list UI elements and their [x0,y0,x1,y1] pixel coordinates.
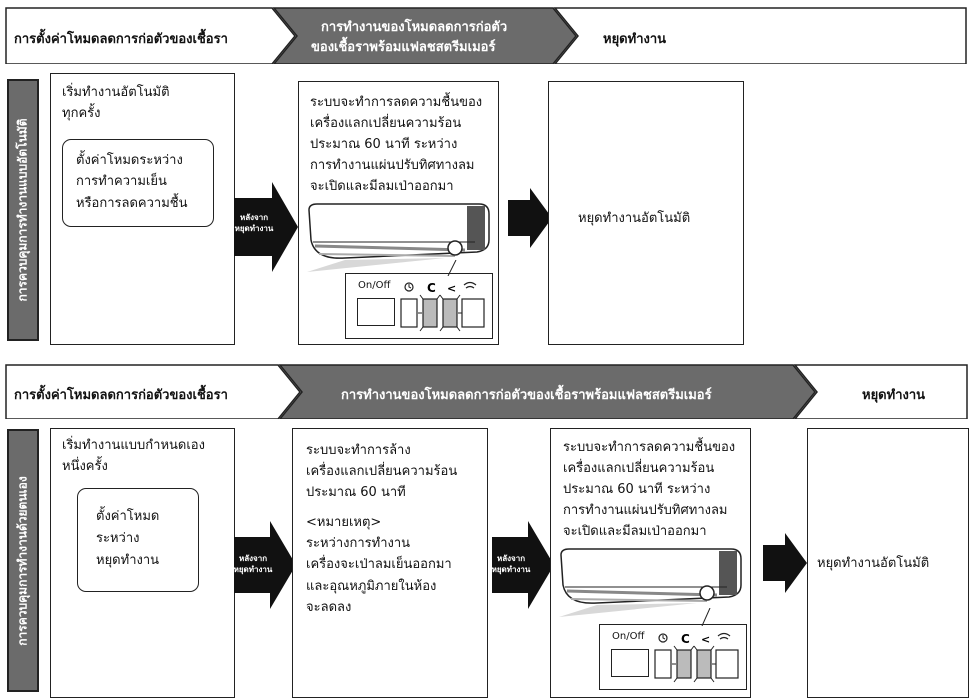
section2-box2-line: เครื่องจะเป่าลมเย็นออกมา [306,557,452,572]
svg-text:<: < [447,282,456,295]
section2-box3-line: การทำงานแผ่นปรับทิศทางลม [563,503,728,518]
section1-box2-line: การทำงานแผ่นปรับทิศทางลม [310,158,475,173]
section2-box3-line: เครื่องแลกเปลี่ยนความร้อน [563,461,715,476]
section2-zoom-line [701,608,711,626]
section1-onoff-label: On/Off [358,280,391,291]
section1-step1-header: การตั้งค่าโหมดลดการก่อตัวของเชื้อรา [14,32,228,47]
section1-step2-header-line2: ของเชื้อราพร้อมแฟลชสตรีมเมอร์ [311,40,496,55]
section1-box1-inner-line1: ตั้งค่าโหมดระหว่าง [76,153,183,168]
section1-box1-inner-line2: การทำความเย็น [76,174,167,189]
section2-box4-text: หยุดทำงานอัตโนมัติ [817,556,930,571]
section2-arrow3 [763,533,807,593]
section2-box2-line: เครื่องแลกเปลี่ยนความร้อน [306,464,458,479]
section1-box1-inner [62,139,214,227]
section2-box1-inner [77,488,199,592]
section2-side-label: การควบคุมการทำงานด้วยตนเอง [7,429,39,692]
section1-arrow2 [508,188,552,248]
section1-air-conditioner-illustration [307,203,490,272]
section2-indicator-lamps: C < [654,632,739,683]
section1-zoom-line [447,260,457,276]
section2-box1-inner-line3: หยุดทำงาน [96,553,160,568]
section2-arrow1-label-line1: หลังจาก [238,554,268,563]
section1-box2-line: ระบบจะทำการลดความชื้นของ [310,95,483,110]
section1-box1-line2: ทุกครั้ง [62,106,101,121]
section1-arrow1-label-line1: หลังจาก [239,213,269,222]
section2-box1-inner-line1: ตั้งค่าโหมด [96,509,160,524]
section2-box1-line1: เริ่มทำงานแบบกำหนดเอง [62,438,205,453]
section1-indicator-lamps: C < [400,281,485,332]
svg-text:C: C [427,281,436,295]
section2-step1-header: การตั้งค่าโหมดลดการก่อตัวของเชื้อรา [14,388,228,403]
section1-box3 [548,81,744,345]
section1-box1-inner-line3: หรือการลดความชื้น [76,196,188,211]
section2-arrow1 [234,521,296,609]
section2-box3-line: ประมาณ 60 นาที ระหว่าง [563,482,711,497]
section1-box1-line1: เริ่มทำงานอัตโนมัติ [62,85,170,100]
section2-box4 [807,428,969,698]
section2-arrow2 [492,521,554,609]
section2-box3-line: ระบบจะทำการลดความชื้นของ [563,440,736,455]
section2-step2-header: การทำงานของโหมดลดการก่อตัวของเชื้อราพร้อ… [341,388,712,403]
section2-header-chevrons [5,364,968,419]
section1-step3-header: หยุดทำงาน [603,32,667,47]
section1-arrow1 [234,182,298,272]
section2-box2-line: ระหว่างการทำงาน [306,536,411,551]
section2-onoff-label: On/Off [612,631,645,642]
section2-box2 [292,428,488,698]
section1-header-chevrons [5,7,967,64]
section2-box1-line2: หนึ่งครั้ง [62,459,108,474]
svg-text:<: < [701,633,710,646]
section1-arrow1-label-line2: หยุดทำงาน [234,224,274,233]
section2-box2-line: ประมาณ 60 นาที [306,485,406,500]
section2-onoff-button [611,649,649,677]
section2-arrow2-label-line2: หยุดทำงาน [491,565,531,574]
section2-box3-line: จะเปิดและมีลมเป่าออกมา [563,524,707,539]
section1-box2-line: ประมาณ 60 นาที ระหว่าง [310,137,458,152]
section1-box3-text: หยุดทำงานอัตโนมัติ [578,211,691,226]
section1-step2-header-line1: การทำงานของโหมดลดการก่อตัว [321,20,508,35]
section2-arrow2-label-line1: หลังจาก [496,554,526,563]
section1-box2-line: เครื่องแลกเปลี่ยนความร้อน [310,116,462,131]
svg-text:C: C [681,632,690,646]
section2-box2-line: <หมายเหตุ> [306,515,382,530]
section2-box1-inner-line2: ระหว่าง [96,531,140,546]
section2-box2-line: และอุณหภูมิภายในห้อง [306,579,437,594]
section2-air-conditioner-illustration [559,548,742,617]
section1-side-label: การควบคุมการทำงานแบบอัตโนมัติ [7,79,39,341]
section1-onoff-button [357,298,395,326]
section1-box2-line: จะเปิดและมีลมเป่าออกมา [310,179,454,194]
section2-step3-header: หยุดทำงาน [862,388,926,403]
section2-box2-line: จะลดลง [306,600,352,615]
section2-arrow1-label-line2: หยุดทำงาน [233,565,273,574]
section2-box2-line: ระบบจะทำการล้าง [306,443,411,458]
